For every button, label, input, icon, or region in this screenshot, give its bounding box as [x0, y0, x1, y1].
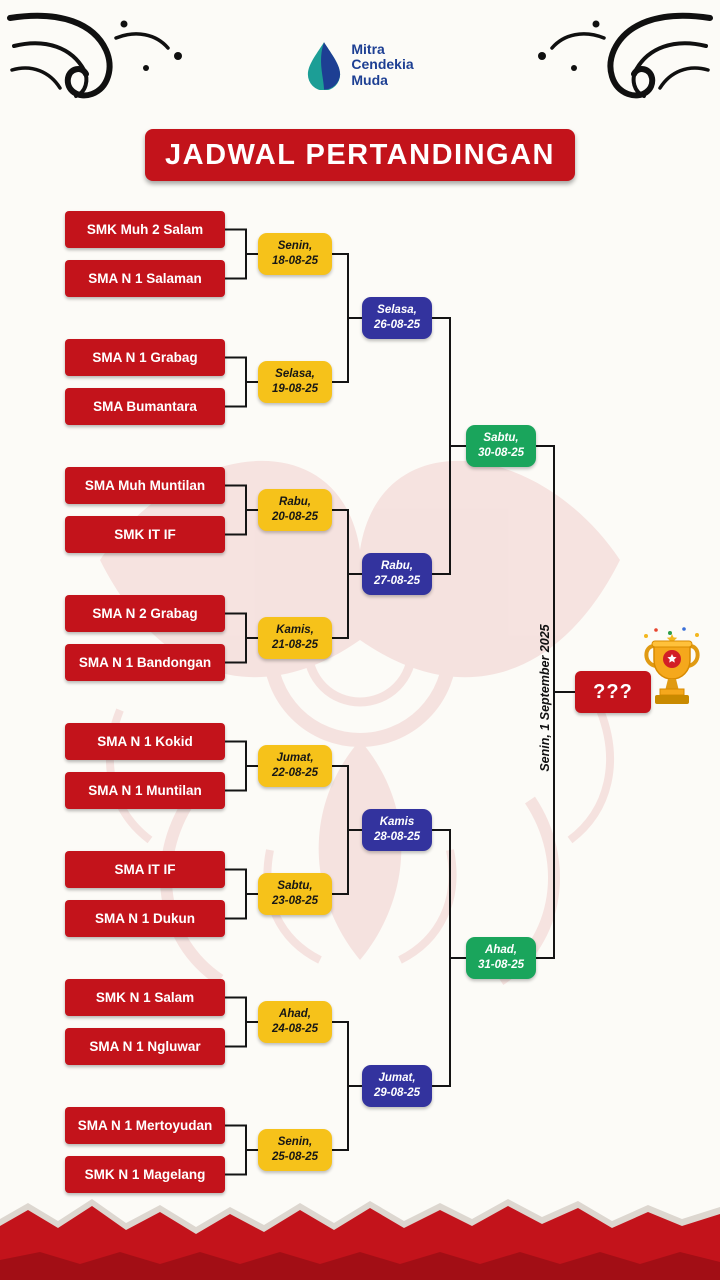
date-day: Senin,: [277, 240, 313, 253]
semifinal-date-box: Sabtu, 30-08-25: [466, 425, 536, 467]
logo-text: Mitra Cendekia Muda: [351, 40, 414, 88]
team-box: SMA N 1 Kokid: [65, 723, 225, 760]
round1-date-box: Sabtu, 23-08-25: [258, 873, 332, 915]
round1-date-box: Senin, 25-08-25: [258, 1129, 332, 1171]
date-value: 22-08-25: [271, 767, 319, 779]
date-day: Selasa,: [275, 368, 315, 381]
logo: Mitra Cendekia Muda: [0, 40, 720, 90]
flourish-right-icon: [538, 12, 713, 99]
date-value: 24-08-25: [271, 1023, 319, 1035]
team-box: SMA Muh Muntilan: [65, 467, 225, 504]
round1-date-box: Senin, 18-08-25: [258, 233, 332, 275]
logo-line-2: Cendekia: [351, 56, 414, 73]
page-title: JADWAL PERTANDINGAN: [165, 138, 555, 171]
team-box: SMA N 1 Grabag: [65, 339, 225, 376]
date-value: 19-08-25: [271, 383, 319, 395]
date-value: 18-08-25: [271, 255, 319, 267]
title-banner: JADWAL PERTANDINGAN: [145, 129, 575, 181]
round1-date-box: Kamis, 21-08-25: [258, 617, 332, 659]
quarterfinal-date-box: Jumat, 29-08-25: [362, 1065, 432, 1107]
quarterfinal-date-box: Rabu, 27-08-25: [362, 553, 432, 595]
date-day: Rabu,: [279, 496, 311, 509]
date-value: 29-08-25: [373, 1087, 421, 1099]
date-day: Sabtu,: [483, 432, 519, 445]
date-value: 20-08-25: [271, 511, 319, 523]
date-value: 30-08-25: [477, 447, 525, 459]
logo-drop-icon: [308, 42, 341, 90]
date-day: Jumat,: [276, 752, 314, 765]
batik-bird-watermark: [100, 460, 620, 985]
date-day: Senin,: [277, 1136, 313, 1149]
date-day: Selasa,: [377, 304, 417, 317]
team-box: SMA N 1 Dukun: [65, 900, 225, 937]
date-value: 25-08-25: [271, 1151, 319, 1163]
date-day: Rabu,: [381, 560, 413, 573]
round1-date-box: Rabu, 20-08-25: [258, 489, 332, 531]
final-box: ???: [575, 671, 651, 713]
team-box: SMK N 1 Magelang: [65, 1156, 225, 1193]
team-box: SMK N 1 Salam: [65, 979, 225, 1016]
date-value: 28-08-25: [373, 831, 421, 843]
team-box: SMA IT IF: [65, 851, 225, 888]
team-box: SMA N 1 Mertoyudan: [65, 1107, 225, 1144]
quarterfinal-date-box: Kamis 28-08-25: [362, 809, 432, 851]
date-day: Ahad,: [485, 944, 517, 957]
flourish-left-icon: [7, 12, 182, 99]
date-day: Sabtu,: [277, 880, 313, 893]
logo-line-1: Mitra: [351, 40, 385, 57]
date-day: Kamis,: [276, 624, 314, 637]
team-box: SMA Bumantara: [65, 388, 225, 425]
team-box: SMA N 1 Ngluwar: [65, 1028, 225, 1065]
date-value: 21-08-25: [271, 639, 319, 651]
logo-line-3: Muda: [351, 71, 388, 88]
team-box: SMA N 1 Bandongan: [65, 644, 225, 681]
semifinal-date-box: Ahad, 31-08-25: [466, 937, 536, 979]
team-box: SMA N 1 Salaman: [65, 260, 225, 297]
torn-paper-edge: [0, 1199, 720, 1280]
date-day: Kamis: [379, 816, 415, 829]
date-value: 31-08-25: [477, 959, 525, 971]
round1-date-box: Ahad, 24-08-25: [258, 1001, 332, 1043]
champion-trophy-icon: [644, 627, 700, 704]
round1-date-box: Jumat, 22-08-25: [258, 745, 332, 787]
final-placeholder: ???: [593, 680, 633, 703]
quarterfinal-date-box: Selasa, 26-08-25: [362, 297, 432, 339]
date-value: 27-08-25: [373, 575, 421, 587]
round1-date-box: Selasa, 19-08-25: [258, 361, 332, 403]
team-box: SMK IT IF: [65, 516, 225, 553]
date-value: 23-08-25: [271, 895, 319, 907]
final-date-vertical: Senin, 1 September 2025: [538, 624, 552, 772]
date-value: 26-08-25: [373, 319, 421, 331]
team-box: SMK Muh 2 Salam: [65, 211, 225, 248]
date-day: Jumat,: [378, 1072, 416, 1085]
date-day: Ahad,: [279, 1008, 311, 1021]
team-box: SMA N 1 Muntilan: [65, 772, 225, 809]
team-box: SMA N 2 Grabag: [65, 595, 225, 632]
